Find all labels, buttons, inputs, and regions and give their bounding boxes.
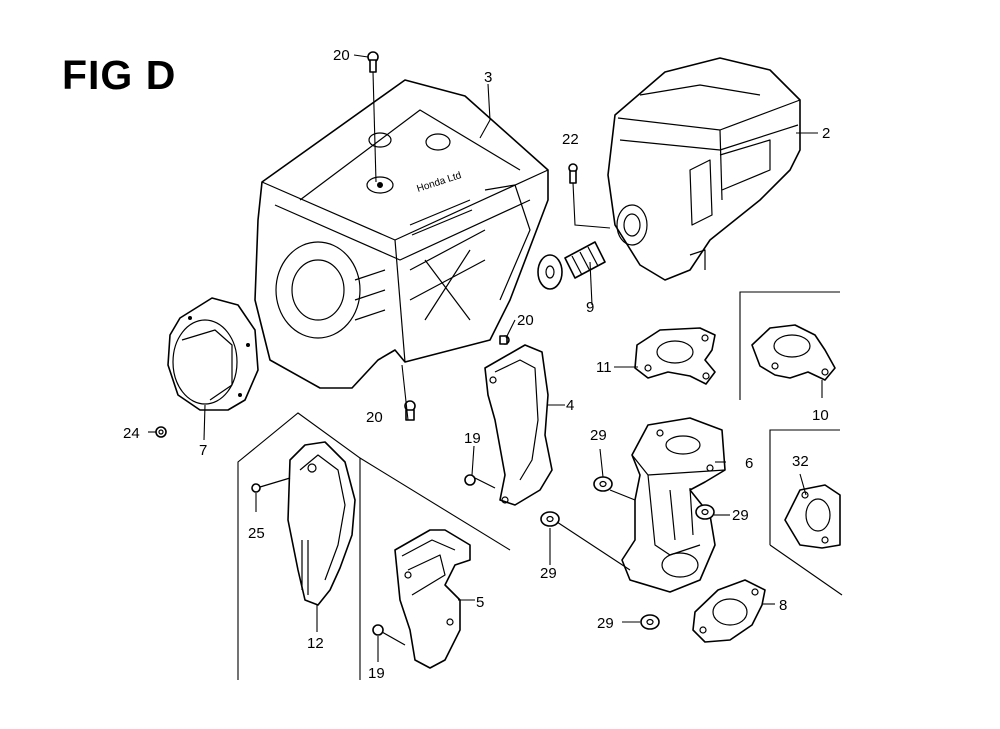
leader-lines bbox=[148, 54, 823, 662]
callout-12: 12 bbox=[307, 635, 324, 652]
part-4-bracket bbox=[484, 344, 553, 506]
part-11-gasket bbox=[634, 327, 716, 385]
part-12-cover bbox=[287, 441, 356, 606]
callout-32: 32 bbox=[792, 453, 809, 470]
bolt-22 bbox=[568, 163, 578, 184]
callout-3: 3 bbox=[484, 69, 492, 86]
bolt-20-mid bbox=[499, 335, 510, 345]
bolt-20-top bbox=[367, 51, 379, 73]
callout-29-c: 29 bbox=[540, 565, 557, 582]
inset-frame-diagonal bbox=[359, 457, 511, 551]
callout-25: 25 bbox=[248, 525, 265, 542]
inset-frame-right bbox=[769, 429, 843, 596]
callout-8: 8 bbox=[779, 597, 787, 614]
part-5-bracket bbox=[394, 529, 471, 669]
part-9-pipe bbox=[537, 241, 606, 290]
callout-20-low: 20 bbox=[366, 409, 383, 426]
callout-20-mid: 20 bbox=[517, 312, 534, 329]
bolt-19-upper bbox=[464, 474, 496, 489]
callout-7: 7 bbox=[199, 442, 207, 459]
callout-11: 11 bbox=[596, 359, 612, 376]
part-8-gasket bbox=[692, 579, 766, 643]
callout-10: 10 bbox=[812, 407, 829, 424]
callout-20-top: 20 bbox=[333, 47, 350, 64]
part-2-muffler bbox=[607, 57, 801, 281]
callout-29-b: 29 bbox=[732, 507, 749, 524]
callout-9: 9 bbox=[586, 299, 594, 316]
callout-24: 24 bbox=[123, 425, 140, 442]
bolt-20-low bbox=[404, 400, 416, 421]
bolt-25 bbox=[251, 477, 291, 493]
callout-29-a: 29 bbox=[590, 427, 607, 444]
nut-29-b bbox=[695, 504, 715, 520]
callout-19-upper: 19 bbox=[464, 430, 481, 447]
nut-29-c bbox=[540, 511, 560, 527]
bolt-19-lower bbox=[372, 624, 406, 646]
inset-frame-upper bbox=[739, 291, 840, 400]
nut-29-d bbox=[640, 614, 660, 630]
callout-2: 2 bbox=[822, 125, 830, 142]
part-7-starter-cover bbox=[167, 297, 259, 411]
bolt-24 bbox=[155, 426, 167, 438]
figure-title: FIG D bbox=[62, 52, 177, 98]
part-10-gasket bbox=[751, 324, 836, 381]
nut-29-a bbox=[593, 476, 613, 492]
part-3-shroud: Honda Ltd bbox=[254, 79, 549, 389]
inset-frame-left bbox=[237, 412, 361, 680]
part-6-manifold bbox=[621, 417, 726, 593]
callout-6: 6 bbox=[745, 455, 753, 472]
callout-4: 4 bbox=[566, 397, 574, 414]
part-32-gasket bbox=[784, 484, 841, 549]
callout-5: 5 bbox=[476, 594, 484, 611]
callout-19-lower: 19 bbox=[368, 665, 385, 682]
callout-29-d: 29 bbox=[597, 615, 614, 632]
callout-22: 22 bbox=[562, 131, 579, 148]
